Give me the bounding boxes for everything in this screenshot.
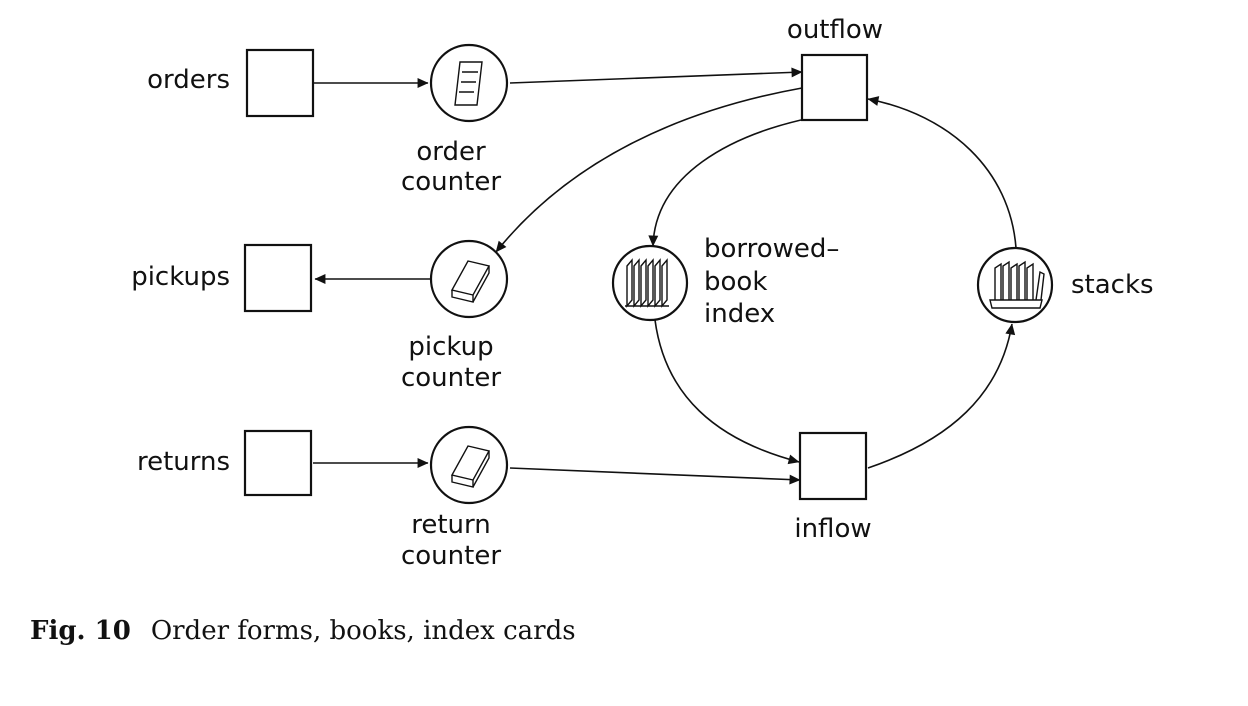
arc-outflow-to-pickup-counter [495,87,803,253]
figure-caption-text: Order forms, books, index cards [150,616,576,646]
order-counter-label-line1: order [416,137,486,167]
borrowed-book-index-label-line1: borrowed– [704,234,839,264]
arc-stacks-to-outflow [867,96,1017,249]
arc-inflow-to-stacks [867,323,1016,469]
arc-borrowed-book-index-to-inflow [654,319,800,465]
stacks-place [976,246,1054,324]
index-cards-icon [625,258,669,308]
returns-label: returns [137,447,230,477]
arc-outflow-to-borrowed-book-index [648,117,811,247]
pickup-counter-place [429,239,509,319]
inflow-label: inflow [794,514,871,544]
pickups-label: pickups [131,262,230,292]
book-icon [450,260,491,303]
inflow-box [798,431,868,501]
order-counter-label-line2: counter [401,167,501,197]
pickup-counter-label-line1: pickup [408,332,493,362]
figure-caption: Fig. 10 Order forms, books, index cards [30,616,576,646]
return-counter-label-line2: counter [401,541,501,571]
return-counter-label-line1: return [411,510,491,540]
borrowed-book-index-place [611,244,689,322]
stacks-label: stacks [1071,270,1154,300]
arc-return-counter-to-inflow [509,467,801,485]
arc-order-counter-to-outflow [509,67,803,84]
bookshelf-icon [989,260,1045,309]
returns-box [243,429,313,497]
outflow-box [800,53,869,122]
order-form-icon [454,61,483,106]
return-counter-place [429,425,509,505]
orders-label: orders [147,65,230,95]
borrowed-book-index-label-line2: book [704,267,767,297]
pickups-box [243,243,313,313]
borrowed-book-index-label-line3: index [704,299,775,329]
petri-net-diagram: orders pickups returns outflow inflow or… [131,15,1154,571]
orders-box [245,48,315,118]
book-icon [450,445,491,488]
outflow-label: outflow [787,15,883,45]
figure-number: Fig. 10 [30,616,131,646]
order-counter-place [429,43,509,123]
pickup-counter-label-line2: counter [401,363,501,393]
